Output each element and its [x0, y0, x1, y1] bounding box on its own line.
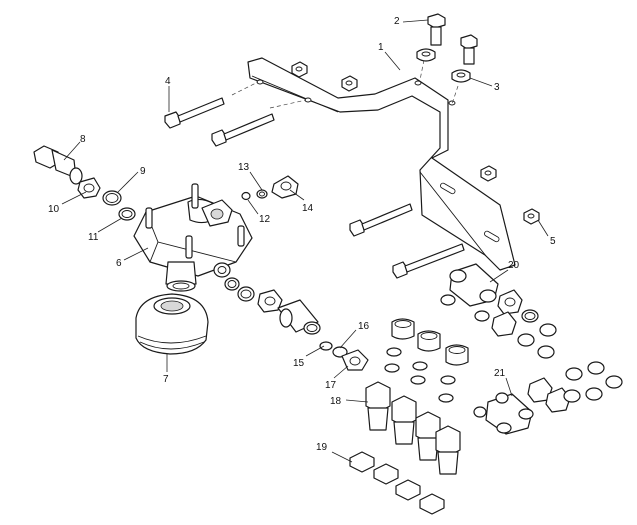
- callout-16: 16: [358, 321, 370, 332]
- callout-7: 7: [163, 374, 169, 385]
- inlet-fitting: [33, 145, 101, 199]
- callout-9: 9: [140, 166, 146, 177]
- rubber-cap: [135, 293, 209, 355]
- callout-15: 15: [293, 358, 305, 369]
- callout-19: 19: [316, 442, 328, 453]
- callout-11: 11: [88, 232, 99, 243]
- callout-10: 10: [48, 204, 60, 215]
- second-bolt-and-washer: [451, 34, 478, 83]
- small-fitting-12-14: [241, 175, 299, 201]
- callout-3: 3: [494, 82, 500, 93]
- callout-12: 12: [259, 214, 271, 225]
- mounting-bracket: [231, 57, 516, 271]
- tee-fitting-20: [440, 263, 557, 359]
- callout-6: 6: [116, 258, 122, 269]
- callout-18: 18: [330, 396, 342, 407]
- flanged-fittings: [384, 318, 469, 403]
- tee-fitting-21: [473, 361, 623, 435]
- callout-5: 5: [550, 236, 556, 247]
- callout-2: 2: [394, 16, 400, 27]
- sealing-rings-9-11: [102, 190, 136, 221]
- callout-17: 17: [325, 380, 337, 391]
- callout-14: 14: [302, 203, 314, 214]
- callout-8: 8: [80, 134, 86, 145]
- callout-13: 13: [238, 162, 250, 173]
- callouts: 1 2 3 4 5 6 7 8 9 10 11 12 13 14 15 16 1: [48, 16, 556, 463]
- top-bolt: [416, 13, 446, 62]
- callout-20: 20: [508, 260, 520, 271]
- valve-body: [133, 183, 253, 292]
- callout-21: 21: [494, 368, 506, 379]
- bracket-nuts: [291, 61, 540, 225]
- outlet-fitting-chain: [224, 277, 369, 371]
- callout-4: 4: [165, 76, 171, 87]
- hex-adaptors: [349, 381, 461, 515]
- long-bolts: [164, 97, 465, 279]
- callout-1: 1: [378, 42, 384, 53]
